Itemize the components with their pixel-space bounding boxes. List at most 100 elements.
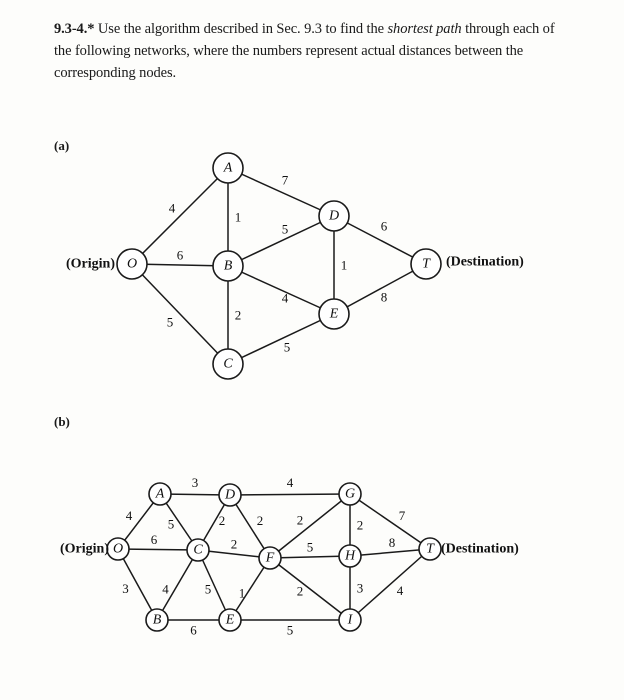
edge-b-e: 4 <box>227 265 335 315</box>
edge-a-d: 7 <box>227 167 335 217</box>
node-t: T <box>418 537 442 561</box>
destination-label: (Destination) <box>441 542 519 557</box>
edge-b-c: 2 <box>227 266 242 364</box>
node-label: H <box>344 549 356 564</box>
edge-weight-label: 8 <box>389 535 396 550</box>
edge-weight-label: 2 <box>357 518 364 533</box>
edge-weight-label: 3 <box>357 581 364 596</box>
edge-f-h: 5 <box>269 540 351 559</box>
node-label: O <box>113 542 123 557</box>
node-o: O <box>106 537 130 561</box>
node-c: C <box>186 538 210 562</box>
node-label: C <box>193 543 203 558</box>
node-a: A <box>148 482 172 506</box>
node-label: G <box>345 487 355 502</box>
problem-text-before: Use the algorithm described in Sec. 9.3 … <box>97 21 384 37</box>
origin-label: (Origin) <box>66 257 115 272</box>
edge-weight-label: 5 <box>282 222 289 237</box>
edge-weight-label: 4 <box>162 582 169 597</box>
destination-label: (Destination) <box>446 255 524 270</box>
edge-weight-label: 5 <box>284 340 291 355</box>
origin-label: (Origin) <box>60 542 109 557</box>
edge-i-t: 4 <box>349 548 431 621</box>
node-b: B <box>145 608 169 632</box>
edge-d-f: 2 <box>229 494 271 559</box>
edge-o-a: 4 <box>131 167 229 265</box>
node-label: O <box>127 257 137 272</box>
edge-weight-label: 1 <box>235 210 242 225</box>
edge-h-t: 8 <box>349 535 431 557</box>
edge-weight-label: 1 <box>239 586 246 601</box>
edge-weight-label: 8 <box>381 290 388 305</box>
node-d: D <box>318 200 350 232</box>
edge-f-i: 2 <box>269 557 351 621</box>
node-i: I <box>338 608 362 632</box>
edge-weight-label: 6 <box>151 532 158 547</box>
node-label: E <box>225 613 235 628</box>
node-label: C <box>223 357 233 372</box>
problem-number: 9.3-4.* <box>54 21 95 37</box>
node-label: A <box>223 161 233 176</box>
edge-a-b: 1 <box>227 168 242 266</box>
part-b-label: (b) <box>54 414 70 429</box>
edge-weight-label: 2 <box>235 308 242 323</box>
edge-weight-label: 3 <box>192 475 199 490</box>
node-c: C <box>212 348 244 380</box>
node-label: T <box>422 257 431 272</box>
edge-d-g: 4 <box>229 475 351 496</box>
edge-weight-label: 2 <box>297 513 304 528</box>
edge-weight-label: 7 <box>282 173 289 188</box>
edge-weight-label: 5 <box>287 623 294 638</box>
edge-b-d: 5 <box>227 215 335 267</box>
edge-o-b: 6 <box>131 248 229 267</box>
problem-text-after: through each of the following networks, … <box>54 21 555 81</box>
edge-g-t: 7 <box>349 493 431 550</box>
node-label: I <box>347 613 354 628</box>
node-o: O <box>116 248 148 280</box>
edge-weight-label: 4 <box>287 475 294 490</box>
edge-weight-label: 5 <box>168 517 175 532</box>
edge-b-e: 6 <box>157 619 230 638</box>
edge-d-t: 6 <box>333 215 427 265</box>
node-h: H <box>338 544 362 568</box>
problem-text-italic: shortest path <box>387 21 462 37</box>
node-label: B <box>224 259 233 274</box>
node-a: A <box>212 152 244 184</box>
edge-f-g: 2 <box>269 493 351 559</box>
node-e: E <box>318 298 350 330</box>
edge-weight-label: 5 <box>167 315 174 330</box>
edge-weight-label: 4 <box>397 583 404 598</box>
edge-o-c: 5 <box>131 263 229 365</box>
edge-d-e: 1 <box>333 216 348 314</box>
node-b: B <box>212 250 244 282</box>
edge-weight-label: 2 <box>219 513 226 528</box>
node-g: G <box>338 482 362 506</box>
node-label: E <box>329 307 339 322</box>
node-label: A <box>155 487 165 502</box>
edge-weight-label: 2 <box>231 537 238 552</box>
node-label: D <box>224 488 235 503</box>
edge-weight-label: 2 <box>257 513 264 528</box>
edge-weight-label: 5 <box>205 582 212 597</box>
edge-weight-label: 6 <box>177 248 184 263</box>
edge-weight-label: 6 <box>381 219 388 234</box>
edge-c-e: 5 <box>227 313 335 365</box>
node-t: T <box>410 248 442 280</box>
edge-weight-label: 2 <box>297 584 304 599</box>
edge-o-c: 6 <box>117 532 199 551</box>
edge-c-e: 5 <box>197 549 231 621</box>
edge-weight-label: 4 <box>282 291 289 306</box>
node-label: D <box>328 209 339 224</box>
edge-e-i: 5 <box>230 619 350 638</box>
edge-weight-label: 3 <box>122 581 129 596</box>
edge-weight-label: 1 <box>341 258 348 273</box>
edge-o-b: 3 <box>117 548 158 621</box>
nodes: O A B C D E F G H I T <box>106 482 442 632</box>
problem-statement: 9.3-4.* Use the algorithm described in S… <box>54 18 574 84</box>
edge-weight-label: 4 <box>126 508 133 523</box>
node-label: F <box>265 551 275 566</box>
edge-b-c: 4 <box>156 549 199 621</box>
